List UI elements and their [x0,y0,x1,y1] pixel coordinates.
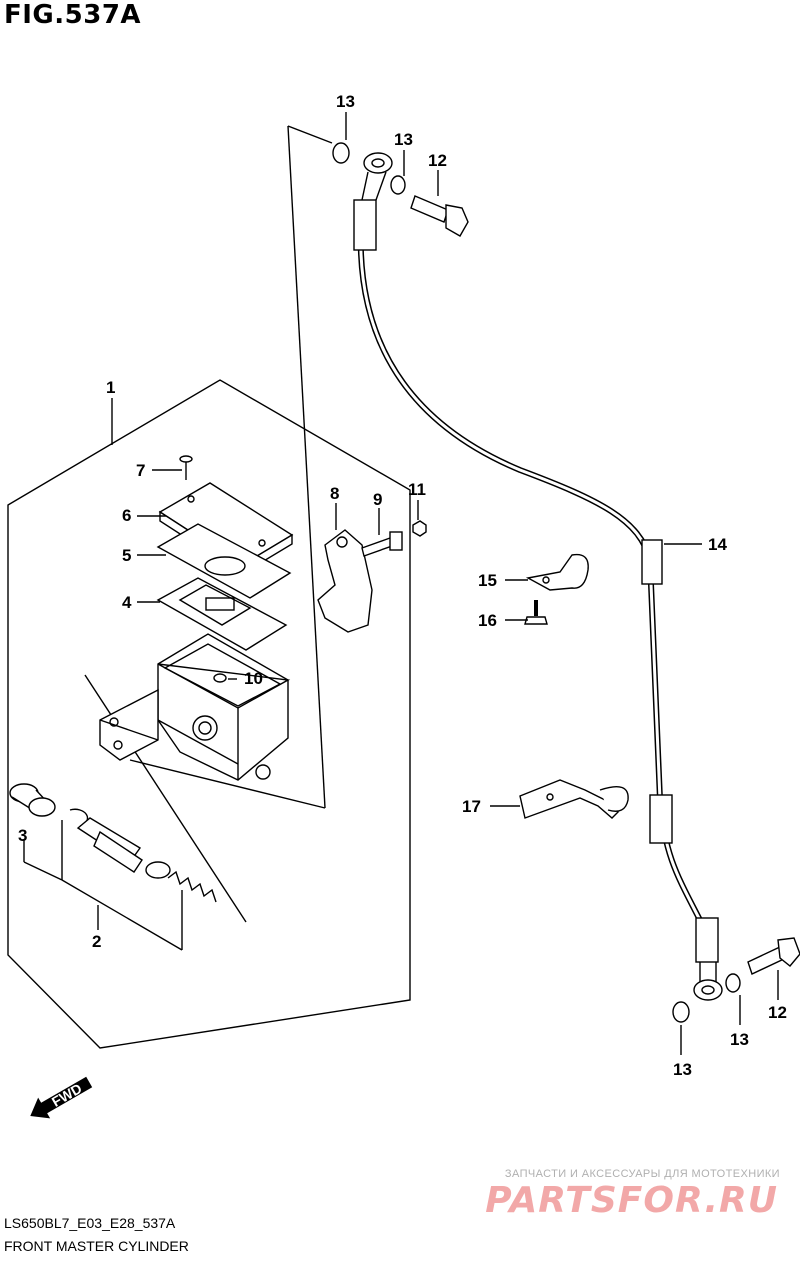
callout-13-bottom-right: 13 [730,1030,749,1049]
guide-bolt [524,600,548,625]
cap-screw [179,455,193,480]
callout-1: 1 [106,378,116,397]
watermark-tagline: ЗАПЧАСТИ И АКСЕССУАРЫ ДЛЯ МОТОТЕХНИКИ [504,1168,780,1180]
piston [76,817,143,873]
master-cylinder-body [99,633,291,781]
nut [412,520,427,537]
callout-4: 4 [122,593,132,612]
callout-5: 5 [122,546,132,565]
reference-line [129,759,326,809]
figure-name: FRONT MASTER CYLINDER [4,1238,189,1254]
handlebar-clamp [317,529,373,633]
callout-13-top-right: 13 [394,130,413,149]
union-bolt-bottom [747,937,800,975]
cylinder-boot [213,673,227,683]
callout-8: 8 [330,484,340,503]
washer [390,175,406,195]
dust-seal [9,783,56,817]
callout-11: 11 [408,480,426,499]
callout-16: 16 [478,611,497,630]
fwd-direction-badge: FWD [30,1076,93,1119]
return-spring [167,870,217,903]
callout-12-top: 12 [428,151,447,170]
assembly-outline [7,379,411,1049]
hose-bracket [519,779,629,819]
banjo-fitting-top [361,152,393,201]
callout-13-bottom-left: 13 [673,1060,692,1079]
brake-hose [353,199,719,963]
washer [725,973,741,993]
banjo-fitting-bottom [693,962,723,1001]
diaphragm-plate [156,523,292,599]
hose-guide [525,553,589,591]
reference-line [287,125,326,809]
clamp-bolt [361,531,403,557]
leader-line [23,861,63,881]
callout-7: 7 [136,461,146,480]
callout-15: 15 [478,571,497,590]
callout-13-top-left: 13 [336,92,355,111]
union-bolt-top [410,195,469,237]
callout-14: 14 [708,535,727,554]
diaphragm [156,577,288,651]
piston-cup [145,861,171,879]
callout-2: 2 [92,932,102,951]
leader-line [61,879,183,951]
callout-12-bottom: 12 [768,1003,787,1022]
reference-line [287,125,333,144]
callout-6: 6 [122,506,132,525]
figure-title: FIG.537A [4,0,142,30]
callout-17: 17 [462,797,481,816]
callout-9: 9 [373,490,383,509]
figure-code: LS650BL7_E03_E28_537A [4,1215,176,1231]
callout-3: 3 [18,826,28,845]
washer [672,1001,690,1023]
washer [332,142,350,164]
watermark-logo: PARTSFOR.RU [485,1180,778,1221]
callout-10: 10 [244,669,263,688]
